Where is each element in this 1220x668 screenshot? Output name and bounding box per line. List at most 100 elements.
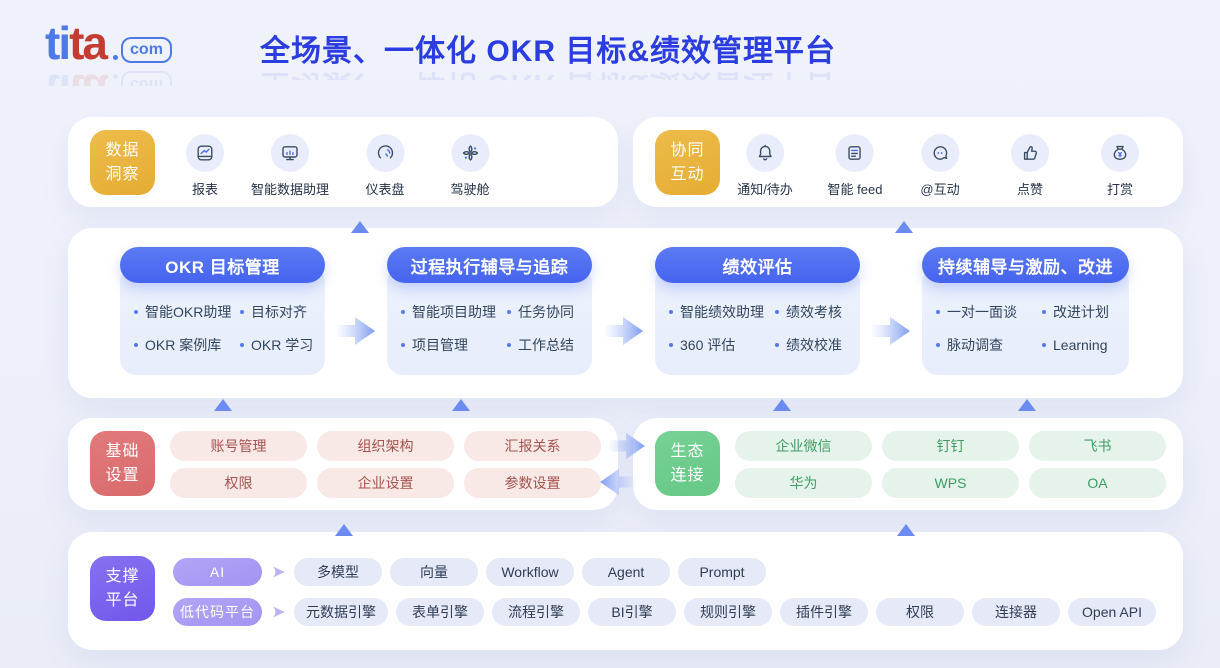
ecosystem-pill: 钉钉 [882, 431, 1019, 461]
platform-pill: 多模型 [294, 558, 382, 586]
up-arrow-icon [773, 382, 791, 411]
foundation-pill: 组织架构 [317, 431, 454, 461]
feature-label: 智能数据助理 [250, 182, 330, 197]
bullet-dot [507, 343, 511, 347]
pillar-performance-review: 绩效评估 智能绩效助理 绩效考核 360 评估 绩效校准 [655, 247, 860, 375]
ecosystem-pill: WPS [882, 468, 1019, 498]
ecosystem-pills: 企业微信 钉钉 飞书 华为 WPS OA [735, 431, 1166, 498]
up-arrow-icon [897, 507, 915, 536]
bullet-dot [134, 343, 138, 347]
pillar-title: OKR 目标管理 [120, 247, 325, 283]
pillar-item: 智能绩效助理 [669, 302, 775, 322]
bullet-dot [936, 343, 940, 347]
pillar-title: 持续辅导与激励、改进 [922, 247, 1129, 283]
lowcode-tag: 低代码平台 [173, 598, 262, 626]
pillar-items: 智能OKR助理 目标对齐 OKR 案例库 OKR 学习 [120, 266, 325, 375]
up-arrow-icon [1018, 382, 1036, 411]
pillar-title: 过程执行辅导与追踪 [387, 247, 592, 283]
ecosystem-pill: 飞书 [1029, 431, 1166, 461]
pillar-item: 目标对齐 [240, 302, 319, 322]
pillar-item: 一对一面谈 [936, 302, 1042, 322]
bell-icon [746, 134, 784, 172]
pillar-title: 绩效评估 [655, 247, 860, 283]
bullet-dot [401, 310, 405, 314]
flow-right-arrow-icon [605, 317, 643, 345]
pillar-item: 项目管理 [401, 335, 507, 355]
platform-pill: Prompt [678, 558, 766, 586]
pillar-item: OKR 学习 [240, 335, 319, 355]
pillar-okr-management: OKR 目标管理 智能OKR助理 目标对齐 OKR 案例库 OKR 学习 [120, 247, 325, 375]
pillar-item: 绩效校准 [775, 335, 854, 355]
pillar-items: 智能绩效助理 绩效考核 360 评估 绩效校准 [655, 266, 860, 375]
feature-label: 点赞 [1016, 182, 1043, 197]
feature-dashboard: 仪表盘 [365, 134, 405, 198]
foundation-settings-card: 基础设置 账号管理 组织架构 汇报关系 权限 企业设置 参数设置 [68, 418, 618, 510]
feature-label: 通知/待办 [737, 182, 793, 197]
platform-card: 支撑平台 AI 多模型 向量 Workflow Agent Prompt 低代码… [68, 532, 1183, 650]
up-arrow-icon [335, 507, 353, 536]
pillar-coaching-improvement: 持续辅导与激励、改进 一对一面谈 改进计划 脉动调查 Learning [922, 247, 1129, 375]
foundation-pill: 权限 [170, 468, 307, 498]
right-arrow-icon [270, 605, 286, 619]
bullet-dot [507, 310, 511, 314]
platform-pill: 插件引擎 [780, 598, 868, 626]
logo-dot [113, 55, 119, 60]
pillar-item: 工作总结 [507, 335, 586, 355]
pillar-items: 一对一面谈 改进计划 脉动调查 Learning [922, 266, 1129, 375]
bullet-dot [775, 310, 779, 314]
feature-label: @互动 [920, 182, 960, 197]
pillar-execution-tracking: 过程执行辅导与追踪 智能项目助理 任务协同 项目管理 工作总结 [387, 247, 592, 375]
cockpit-icon [450, 134, 489, 172]
bullet-dot [669, 343, 673, 347]
platform-pill: Agent [582, 558, 670, 586]
platform-pill: 规则引擎 [684, 598, 772, 626]
platform-pill: 表单引擎 [396, 598, 484, 626]
feature-data-assistant: 智能数据助理 [251, 134, 329, 198]
collaboration-card: 协同互动 通知/待办 智能 feed @互动 点赞 [633, 117, 1183, 207]
foundation-pill: 汇报关系 [464, 431, 601, 461]
platform-pill: 连接器 [972, 598, 1060, 626]
pillar-item: OKR 案例库 [134, 335, 240, 355]
flow-right-arrow-icon [609, 432, 645, 460]
flow-left-arrow-icon [600, 468, 636, 496]
platform-pill: Open API [1068, 598, 1156, 626]
platform-pill: 向量 [390, 558, 478, 586]
feature-cockpit: 驾驶舱 [450, 134, 490, 198]
bullet-dot [1042, 310, 1046, 314]
pillar-item: 任务协同 [507, 302, 586, 322]
data-insight-badge: 数据洞察 [90, 130, 155, 195]
platform-pill: 元数据引擎 [294, 598, 388, 626]
pillar-item: 智能OKR助理 [134, 302, 240, 322]
collaboration-badge: 协同互动 [655, 130, 720, 195]
logo-part-red: ta [69, 17, 108, 69]
up-arrow-icon [895, 204, 913, 233]
ecosystem-pill: 华为 [735, 468, 872, 498]
feed-icon [835, 134, 874, 172]
bullet-dot [240, 310, 244, 314]
pillar-item: 绩效考核 [775, 302, 854, 322]
logo-com-stamp: com [121, 36, 172, 63]
platform-pill: BI引擎 [588, 598, 676, 626]
like-icon [1011, 134, 1049, 172]
logo-part-blue: ti [45, 17, 71, 69]
platform-pill: Workflow [486, 558, 574, 586]
bullet-dot [401, 343, 405, 347]
data-assistant-icon [270, 134, 309, 172]
up-arrow-icon [214, 382, 232, 411]
feature-label: 报表 [191, 182, 218, 197]
bullet-dot [669, 310, 673, 314]
flow-right-arrow-icon [337, 317, 375, 345]
ecosystem-card: 生态连接 企业微信 钉钉 飞书 华为 WPS OA [633, 418, 1183, 510]
up-arrow-icon [351, 204, 369, 233]
bullet-dot [240, 343, 244, 347]
reward-icon [1101, 134, 1139, 172]
feature-like: 点赞 [1011, 134, 1049, 198]
mention-icon [920, 134, 959, 172]
feature-mention: @互动 [920, 134, 960, 198]
platform-lowcode-row: 低代码平台 元数据引擎 表单引擎 流程引擎 BI引擎 规则引擎 插件引擎 权限 … [173, 598, 1156, 626]
ecosystem-pill: OA [1029, 468, 1166, 498]
platform-pill: 流程引擎 [492, 598, 580, 626]
pillar-item: 智能项目助理 [401, 302, 507, 322]
